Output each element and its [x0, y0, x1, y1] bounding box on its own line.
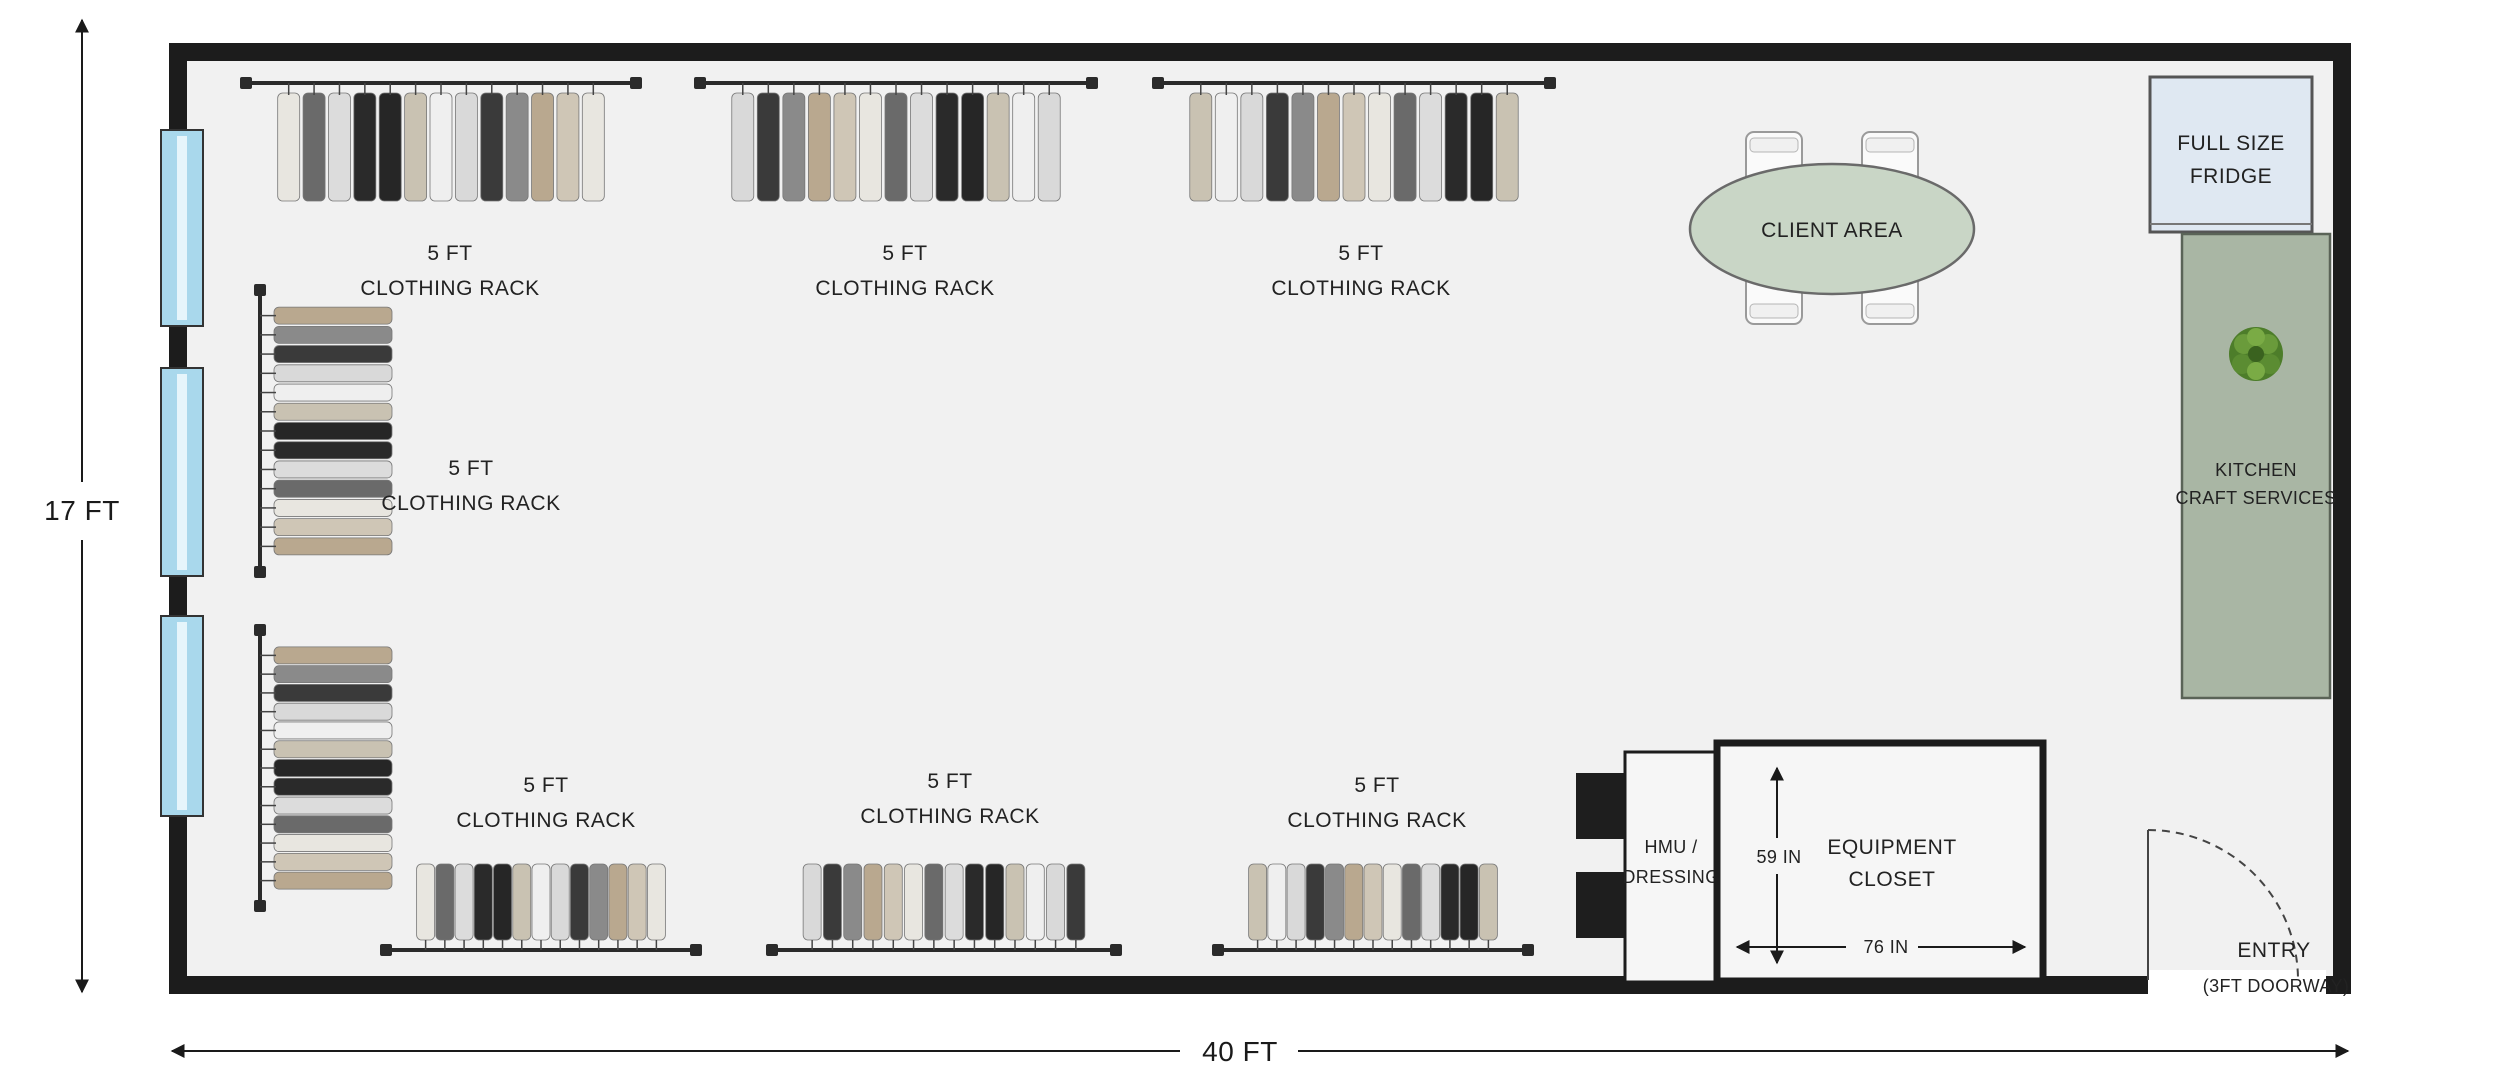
- rack-label-size: 5 FT: [448, 457, 493, 480]
- rack-label-name: CLOTHING RACK: [860, 805, 1039, 828]
- entry-door: ENTRY (3FT DOORWAY): [2147, 829, 2350, 996]
- rack-bottom-mid: [766, 863, 1122, 956]
- kitchen-label-line1: KITCHEN: [2215, 460, 2297, 480]
- client-area-label: CLIENT AREA: [1761, 219, 1903, 242]
- rack-bottom-left: [380, 863, 702, 956]
- plant-icon: [2229, 327, 2283, 381]
- equipment-closet: 59 IN 76 IN EQUIPMENT CLOSET: [1713, 739, 2047, 985]
- closet-depth-label: 59 IN: [1756, 847, 1801, 867]
- rack-label-name: CLOTHING RACK: [1271, 277, 1450, 300]
- hmu-label-line1: HMU /: [1645, 837, 1698, 857]
- rack-label-size: 5 FT: [1354, 774, 1399, 797]
- client-area: CLIENT AREA: [1688, 131, 1976, 325]
- rack-top-left: [240, 77, 642, 202]
- width-label: 40 FT: [1202, 1036, 1278, 1067]
- entry-gap: [2148, 970, 2326, 998]
- client-table: [1688, 162, 1976, 296]
- left-windows: [160, 129, 204, 817]
- dressing-mirror: [1576, 872, 1624, 938]
- rack-label-name: CLOTHING RACK: [1287, 809, 1466, 832]
- rack-label-size: 5 FT: [882, 242, 927, 265]
- closet-label-line2: CLOSET: [1848, 868, 1935, 891]
- rack-label-size: 5 FT: [1338, 242, 1383, 265]
- rack-top-mid: [694, 77, 1098, 202]
- fridge-label-line2: FRIDGE: [2190, 165, 2272, 188]
- entry-label-line1: ENTRY: [2237, 939, 2310, 962]
- rack-label-name: CLOTHING RACK: [360, 277, 539, 300]
- rack-label-name: CLOTHING RACK: [815, 277, 994, 300]
- entry-label-line2: (3FT DOORWAY): [2203, 976, 2350, 996]
- rack-label-name: CLOTHING RACK: [381, 492, 560, 515]
- rack-bottom-right: [1212, 863, 1534, 956]
- rack-side-lower: [254, 624, 393, 912]
- width-dimension: 40 FT: [170, 1036, 2350, 1067]
- fridge-label-line1: FULL SIZE: [2177, 132, 2285, 155]
- fridge: FULL SIZE FRIDGE: [2148, 75, 2314, 234]
- rack-label-size: 5 FT: [927, 770, 972, 793]
- kitchen-counter: KITCHEN CRAFT SERVICES: [2176, 232, 2337, 700]
- closet-label-line1: EQUIPMENT: [1827, 836, 1956, 859]
- rack-top-right: [1152, 77, 1556, 202]
- rack-label-name: CLOTHING RACK: [456, 809, 635, 832]
- rack-side-upper: [254, 284, 393, 578]
- hmu-label-line2: DRESSING: [1622, 867, 1719, 887]
- height-label: 17 FT: [44, 495, 120, 526]
- rack-label-size: 5 FT: [427, 242, 472, 265]
- dressing-mirror: [1576, 773, 1624, 839]
- height-dimension: 17 FT: [44, 18, 120, 994]
- closet-width-label: 76 IN: [1863, 937, 1908, 957]
- rack-label-size: 5 FT: [523, 774, 568, 797]
- kitchen-label-line2: CRAFT SERVICES: [2176, 488, 2337, 508]
